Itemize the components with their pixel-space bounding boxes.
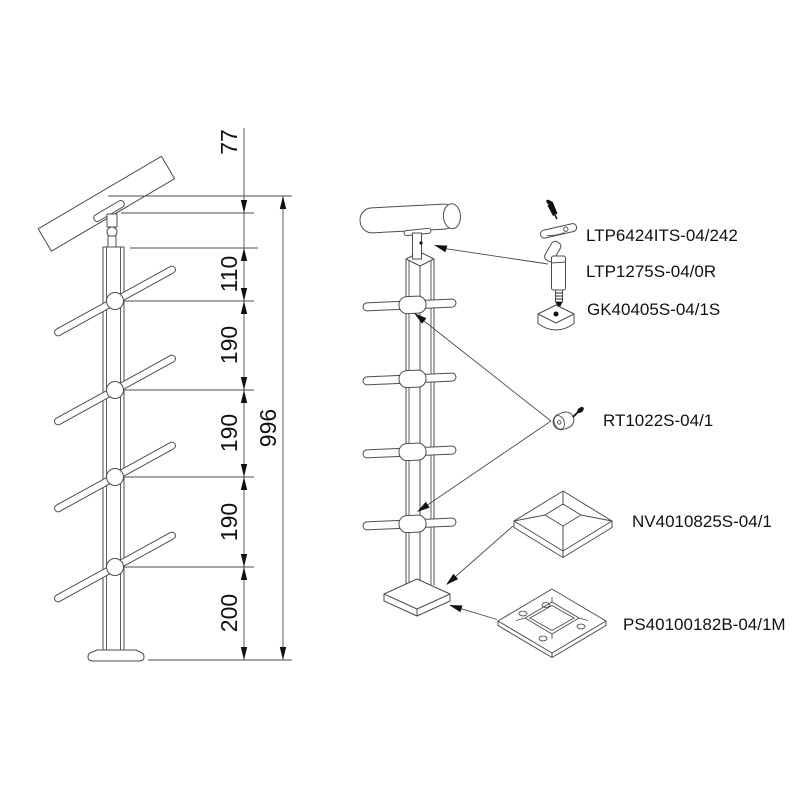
dimension-chain: 77 110 190 190 190 200 996 — [108, 128, 292, 661]
exploded-parts — [497, 199, 613, 658]
part-label-ltp1275s: LTP1275S-04/0R — [586, 262, 716, 281]
iso-saddle-swivel — [403, 227, 432, 260]
part-saddle-plate — [539, 223, 578, 239]
iso-crossbar-3 — [362, 442, 457, 462]
dimension-label-190c: 190 — [216, 503, 242, 541]
leader-base-cover — [446, 525, 514, 585]
part-square-cap — [537, 304, 575, 331]
part-swivel-support — [544, 240, 566, 309]
part-label-gk40405s: GK40405S-04/1S — [587, 300, 720, 319]
dimension-label-110: 110 — [216, 256, 242, 293]
leader-lines — [414, 245, 552, 620]
part-label-ltp6424its: LTP6424ITS-04/242 — [586, 226, 738, 245]
elevation-view — [37, 155, 176, 662]
dimension-label-190b: 190 — [216, 414, 242, 452]
part-label-ps40100182b: PS40100182B-04/1M — [623, 615, 786, 634]
part-label-nv4010825s: NV4010825S-04/1 — [632, 512, 772, 531]
dimension-label-200: 200 — [216, 594, 242, 632]
handrail — [37, 155, 176, 252]
part-base-plate — [497, 588, 607, 658]
part-base-cover — [513, 490, 613, 558]
dimension-label-996: 996 — [255, 409, 281, 447]
leader-swivel — [434, 245, 549, 265]
assembly-view — [359, 203, 461, 617]
part-label-rt1022s: RT1022S-04/1 — [603, 411, 713, 430]
base-foot — [87, 649, 145, 662]
iso-crossbar-4 — [362, 514, 457, 534]
part-crossbar-holder — [552, 406, 584, 431]
dimension-label-77: 77 — [216, 129, 242, 155]
crossbars — [54, 265, 176, 603]
leader-crossbar-holder — [414, 313, 552, 512]
handrail-saddle — [93, 199, 125, 249]
leader-base-plate — [449, 605, 498, 620]
iso-crossbar-2 — [362, 369, 457, 389]
post — [102, 246, 125, 651]
iso-crossbar-1 — [362, 295, 457, 315]
iso-base-cover — [383, 578, 451, 617]
iso-crossbars — [362, 295, 457, 534]
iso-handrail-tube — [359, 203, 461, 234]
part-labels: LTP6424ITS-04/242 LTP1275S-04/0R GK40405… — [586, 226, 786, 634]
part-screw — [546, 199, 558, 220]
dimension-label-190a: 190 — [216, 326, 242, 364]
